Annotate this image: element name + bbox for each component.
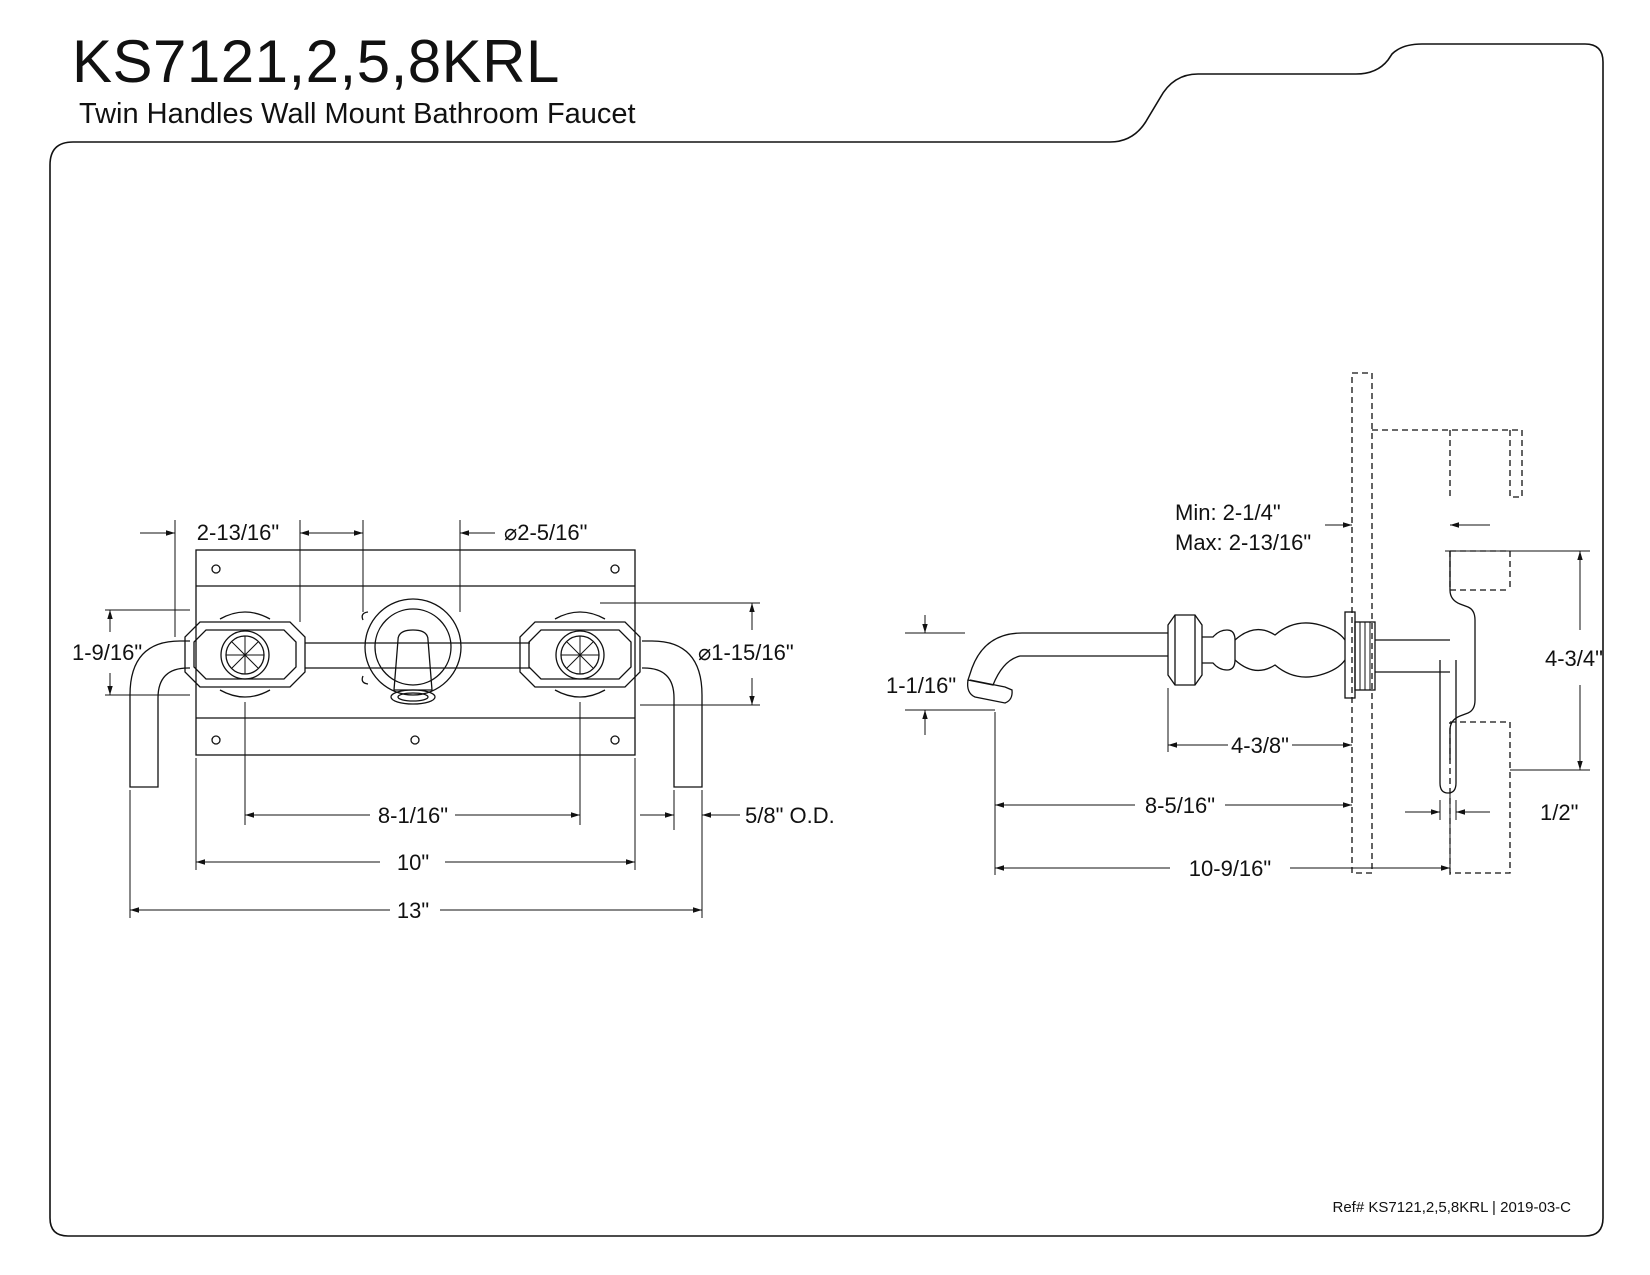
dim-overall-width: 13"	[397, 898, 429, 923]
front-view: 2-13/16" ⌀2-5/16" 1-9/16" ⌀1-15/16" 8-1/…	[72, 520, 835, 923]
side-dimension-lines	[922, 522, 1583, 871]
mounting-bracket	[1449, 551, 1476, 760]
dim-wall-max: Max: 2-13/16"	[1175, 530, 1311, 555]
dim-escutcheon-diameter: ⌀1-15/16"	[698, 640, 794, 665]
page-title: KS7121,2,5,8KRL	[72, 28, 560, 95]
dim-handle-center: 8-1/16"	[378, 803, 448, 828]
spout-body	[1167, 611, 1457, 794]
dim-spout-height: 1-1/16"	[886, 673, 956, 698]
dim-handle-height: 1-9/16"	[72, 640, 142, 665]
dim-wall-min: Min: 2-1/4"	[1175, 500, 1281, 525]
dim-valve-height: 4-3/4"	[1545, 646, 1603, 671]
dim-spout-diameter: ⌀2-5/16"	[504, 520, 587, 545]
dim-body-length: 4-3/8"	[1231, 733, 1289, 758]
mounting-plate	[195, 549, 636, 756]
mounting-holes	[211, 564, 620, 745]
wall-section	[1351, 372, 1373, 874]
rough-in-valve	[1372, 429, 1523, 874]
drawing-frame	[49, 43, 1604, 1237]
left-cross-handle	[184, 611, 306, 698]
left-tube-handle	[129, 640, 190, 788]
dim-inlet: 1/2"	[1540, 800, 1578, 825]
front-dimension-lines	[107, 530, 755, 913]
dim-tube-od: 5/8" O.D.	[745, 803, 835, 828]
side-view: Min: 2-1/4" Max: 2-13/16" 1-1/16" 4-3/4"…	[886, 372, 1603, 881]
front-extension-lines	[105, 520, 760, 918]
dim-overall-depth: 10-9/16"	[1189, 856, 1271, 881]
dim-plate-width: 10"	[397, 850, 429, 875]
spout-front	[361, 598, 462, 705]
spout-side	[967, 632, 1168, 686]
side-extension-lines	[905, 550, 1590, 875]
dim-handle-offset: 2-13/16"	[197, 520, 279, 545]
reference-number: Ref# KS7121,2,5,8KRL | 2019-03-C	[1332, 1199, 1572, 1216]
page-subtitle: Twin Handles Wall Mount Bathroom Faucet	[79, 98, 636, 130]
dim-spout-reach: 8-5/16"	[1145, 793, 1215, 818]
right-cross-handle	[519, 611, 641, 698]
right-tube-handle	[642, 640, 703, 788]
